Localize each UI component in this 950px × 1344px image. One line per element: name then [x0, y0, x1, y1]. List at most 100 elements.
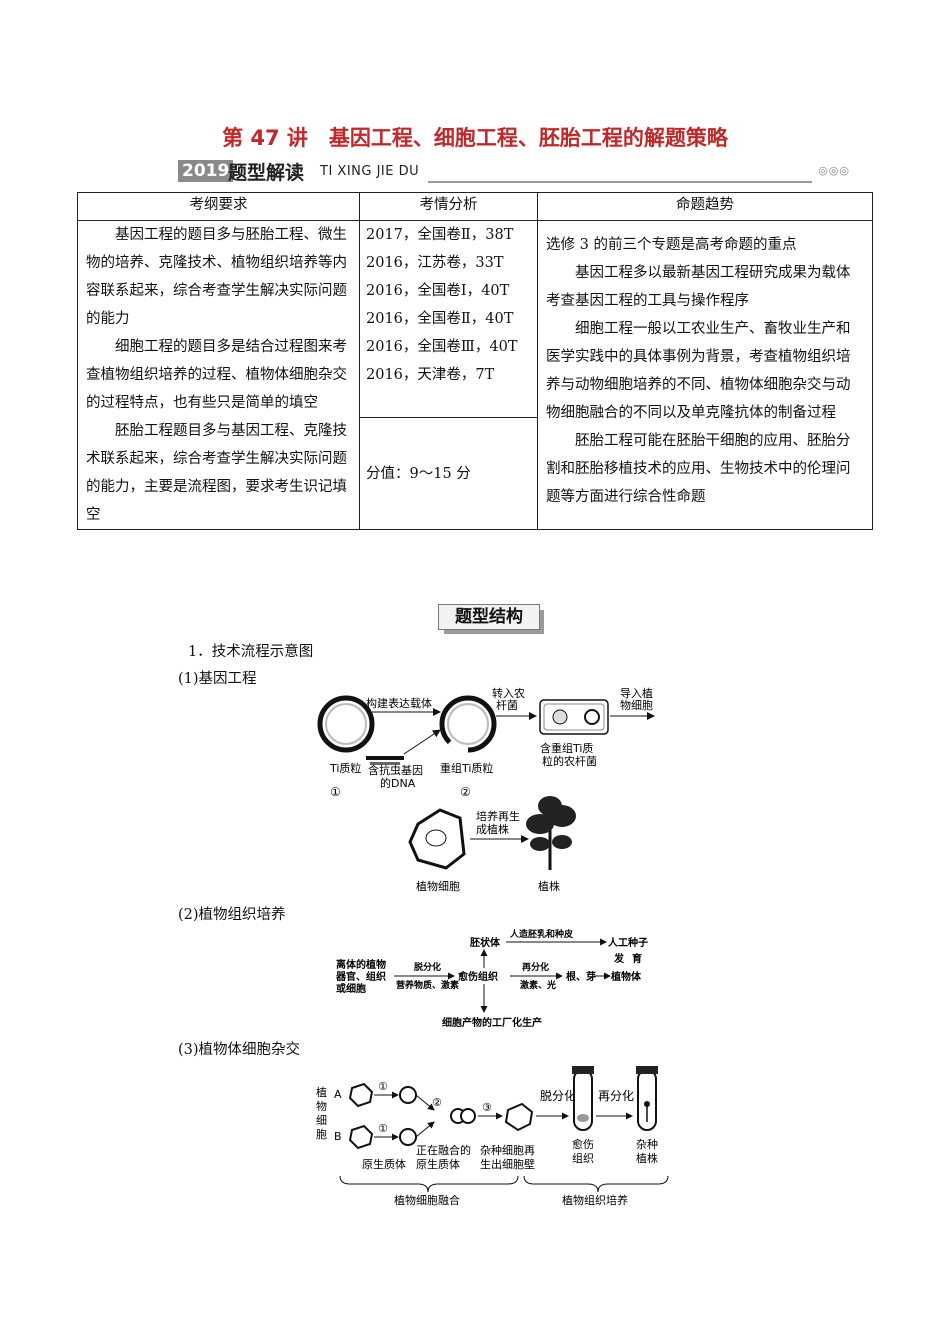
step-1-label: ① — [330, 785, 341, 799]
tissue-brace — [523, 1175, 669, 1193]
step-2-label: ② — [460, 785, 471, 799]
fusion-label: 植物细胞融合 — [394, 1193, 460, 1207]
plant-label: 植株 — [538, 879, 560, 893]
syllabus-paragraph: 基因工程的题目多与胚胎工程、微生物的培养、克隆技术、植物组织培养等内容联系起来，… — [86, 227, 347, 327]
cell-a-icon — [348, 1082, 374, 1108]
banner-title: 题型解读 — [228, 162, 305, 184]
somatic-hybridization-diagram: 植 物 细 胞 A B ① ① 原生质体 ② 正在融合的 原生质体 ③ 杂种细胞… — [316, 1066, 669, 1207]
test-tube-callus-icon — [572, 1066, 594, 1131]
section-label: 题型结构 — [438, 604, 544, 634]
side-label-2: 物 — [316, 1099, 327, 1113]
table-header: 考纲要求 — [77, 192, 360, 221]
plantbody-label: 植物体 — [610, 970, 642, 983]
root-label: 根、芽 — [566, 970, 596, 983]
into-label-1: 导入植 — [620, 686, 653, 700]
source-label-1: 离体的植物 — [336, 958, 386, 971]
subheading-gene: (1)基因工程 — [178, 671, 257, 687]
banner-rule — [428, 181, 812, 183]
develop-label-1: 发 — [613, 952, 625, 965]
step-1b-label: ① — [378, 1122, 388, 1135]
side-label-4: 胞 — [316, 1128, 327, 1141]
plant-cell-label: 植物细胞 — [416, 879, 460, 893]
exam-item: 2016，全国卷Ⅲ，40T — [366, 339, 518, 355]
subheading-hybrid: (3)植物体细胞杂交 — [178, 1042, 301, 1058]
exam-item: 2016，天津卷，7T — [366, 367, 495, 383]
culture-label-2: 成植株 — [476, 822, 509, 836]
hybrid-label-2: 生出细胞壁 — [480, 1157, 535, 1171]
dediff-label: 脱分化 — [540, 1088, 576, 1103]
transfer-label-2: 杆菌 — [496, 698, 518, 712]
dediff-label: 脱分化 — [414, 961, 441, 973]
exam-item: 2016，全国卷Ⅱ，40T — [366, 311, 514, 327]
subheading-tissue: (2)植物组织培养 — [178, 907, 286, 923]
gene-label-1: 含抗虫基因 — [368, 763, 423, 777]
ti-plasmid-icon — [317, 695, 375, 753]
score-cell: 分值：9～15 分 — [359, 417, 538, 530]
tissue-culture-diagram: 离体的植物 器官、组织 或细胞 脱分化 营养物质、激素 愈伤组织 胚状体 人造胚… — [335, 928, 648, 1029]
cell-a-label: A — [334, 1088, 342, 1101]
trend-paragraph: 基因工程多以最新基因工程研究成果为载体考查基因工程的工具与操作程序 — [546, 265, 851, 309]
exam-item: 2017，全国卷Ⅱ，38T — [366, 227, 514, 243]
recombinant-label: 重组Ti质粒 — [440, 761, 493, 775]
rediff-label: 再分化 — [598, 1089, 634, 1103]
callus-label-2: 组织 — [572, 1151, 594, 1165]
factory-label: 细胞产物的工厂化生产 — [442, 1016, 542, 1029]
nutrient-label: 营养物质、激素 — [396, 979, 459, 991]
develop-label-2: 育 — [632, 952, 642, 965]
agro-label-2: 粒的农杆菌 — [542, 754, 597, 768]
protoplast-b-icon — [399, 1128, 417, 1146]
fusing-label-1: 正在融合的 — [416, 1143, 471, 1157]
callus-label: 愈伤组织 — [457, 970, 498, 983]
callus-label-1: 愈伤 — [572, 1137, 594, 1151]
hplant-label-1: 杂种 — [636, 1137, 658, 1151]
table-header: 命题趋势 — [537, 192, 873, 221]
banner-dots-icon: ◎◎◎ — [818, 164, 850, 177]
build-vector-label: 构建表达载体 — [366, 696, 432, 710]
source-label-3: 或细胞 — [336, 982, 366, 995]
fusing-label-2: 原生质体 — [416, 1157, 460, 1171]
year-badge: 2019 — [178, 160, 234, 182]
exam-item: 2016，江苏卷，33T — [366, 255, 504, 271]
requirement-table: 考纲要求 考情分析 命题趋势 基因工程的题目多与胚胎工程、微生物的培养、克隆技术… — [77, 192, 873, 530]
section-banner: 2019 题型解读 TI XING JIE DU ◎◎◎ — [178, 160, 850, 184]
side-label-1: 植 — [316, 1085, 327, 1099]
hybrid-cell-icon — [504, 1102, 534, 1132]
culture-label-1: 培养再生 — [476, 809, 520, 823]
trend-cell: 选修 3 的前三个专题是高考命题的重点 基因工程多以最新基因工程研究成果为载体考… — [537, 220, 873, 530]
syllabus-cell: 基因工程的题目多与胚胎工程、微生物的培养、克隆技术、植物组织培养等内容联系起来，… — [77, 220, 360, 530]
step-3-label: ③ — [482, 1101, 492, 1114]
section-label-text: 题型结构 — [438, 604, 540, 630]
cell-b-label: B — [334, 1130, 342, 1143]
ti-label: Ti质粒 — [329, 761, 361, 775]
trend-paragraph: 胚胎工程可能在胚胎干细胞的应用、胚胎分割和胚胎移植技术的应用、生物技术中的伦理问… — [546, 433, 851, 505]
gene-label-2: 的DNA — [380, 776, 416, 790]
protoplast-label: 原生质体 — [362, 1157, 406, 1171]
cell-b-icon — [348, 1124, 374, 1150]
protoplast-a-icon — [399, 1086, 417, 1104]
item-heading: 1．技术流程示意图 — [188, 644, 314, 660]
step-2-label: ② — [432, 1096, 442, 1109]
step-1a-label: ① — [378, 1080, 388, 1093]
score-text: 分值：9～15 分 — [366, 465, 471, 482]
hormone-label: 激素、光 — [520, 979, 556, 991]
rediff-label: 再分化 — [522, 961, 549, 973]
hybrid-label-1: 杂种细胞再 — [480, 1143, 535, 1157]
test-tube-plant-icon — [636, 1066, 658, 1131]
fusion-brace — [339, 1175, 519, 1193]
plant-cell-icon — [408, 808, 466, 870]
gene-engineering-diagram: Ti质粒 ① 含抗虫基因 的DNA 构建表达载体 重组Ti质粒 ② 转入农 杆菌… — [317, 686, 655, 893]
recombinant-plasmid-icon — [439, 695, 497, 753]
exam-list-cell: 2017，全国卷Ⅱ，38T 2016，江苏卷，33T 2016，全国卷Ⅰ，40T… — [359, 220, 538, 418]
seed-label: 人工种子 — [608, 936, 648, 949]
syllabus-paragraph: 细胞工程的题目多是结合过程图来考查植物组织培养的过程、植物体细胞杂交的过程特点，… — [86, 339, 347, 411]
artificial-label: 人造胚乳和种皮 — [509, 928, 574, 940]
syllabus-paragraph: 胚胎工程题目多与基因工程、克隆技术联系起来，综合考查学生解决实际问题的能力，主要… — [86, 423, 347, 523]
table-header: 考情分析 — [359, 192, 538, 221]
tissue-label: 植物组织培养 — [562, 1193, 628, 1207]
agro-label-1: 含重组Ti质 — [540, 741, 593, 755]
hplant-label-2: 植株 — [636, 1151, 658, 1165]
exam-item: 2016，全国卷Ⅰ，40T — [366, 283, 510, 299]
embryo-label: 胚状体 — [470, 936, 501, 949]
trend-first: 选修 3 的前三个专题是高考命题的重点 — [546, 237, 797, 253]
into-label-2: 物细胞 — [620, 698, 653, 712]
